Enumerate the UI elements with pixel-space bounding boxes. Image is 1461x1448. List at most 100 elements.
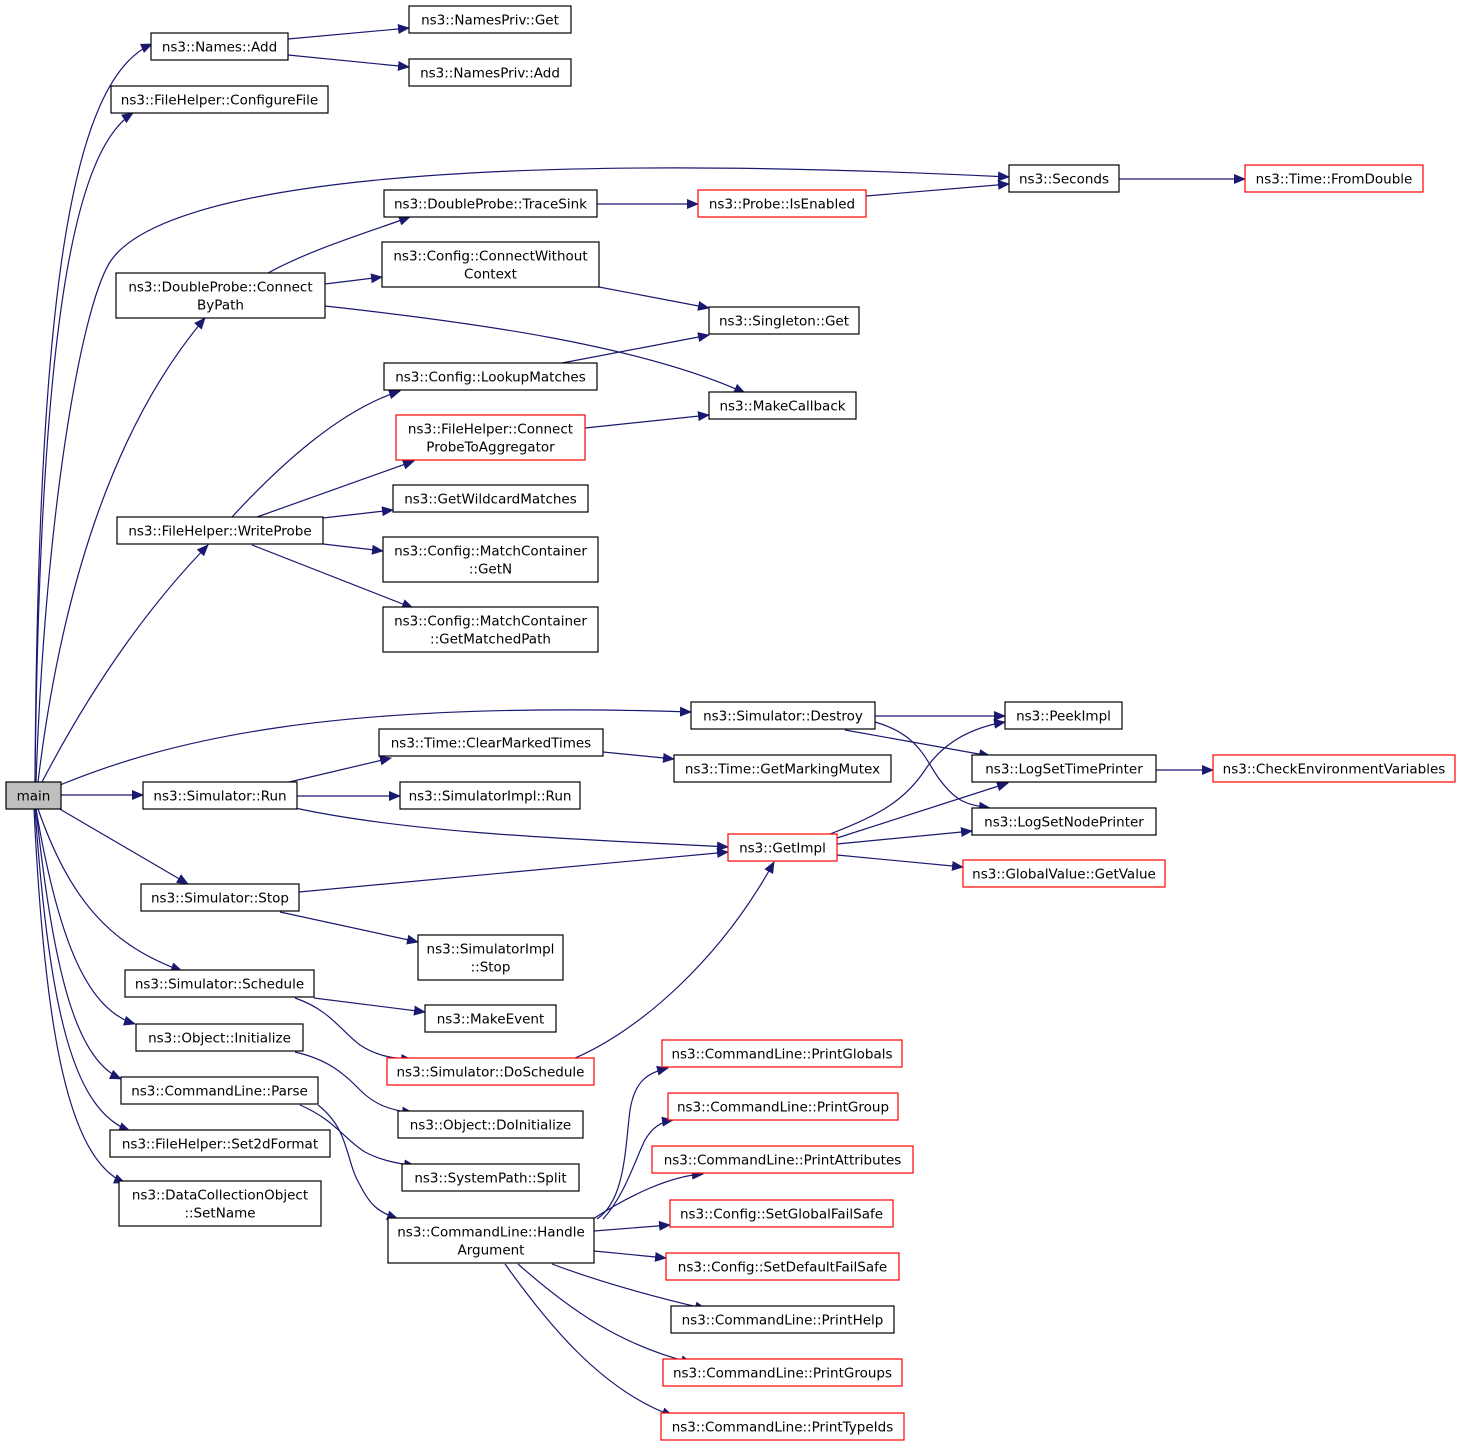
node-set2d[interactable]: ns3::FileHelper::Set2dFormat (109, 1129, 331, 1158)
node-setname[interactable]: ns3::DataCollectionObject::SetName (118, 1180, 322, 1227)
node-label: ns3::Config::MatchContainer (394, 614, 587, 630)
node-makecallback[interactable]: ns3::MakeCallback (708, 391, 857, 420)
node-doinitialize[interactable]: ns3::Object::DoInitialize (397, 1110, 584, 1139)
edge-handlearg-setglobalfs (593, 1220, 671, 1232)
node-writeprobe[interactable]: ns3::FileHelper::WriteProbe (116, 516, 324, 545)
edge-getimpl-logsettime (836, 781, 1009, 839)
node-makeevent[interactable]: ns3::MakeEvent (424, 1004, 557, 1033)
node-label: ns3::Config::SetDefaultFailSafe (678, 1260, 887, 1276)
node-box (397, 1110, 584, 1139)
edge-handlearg-printglobals (596, 1065, 669, 1220)
edge-writeprobe-getmatchedpath (251, 544, 414, 609)
node-label: ns3::NamesPriv::Add (420, 66, 560, 82)
node-label: ns3::Config::ConnectWithout (393, 249, 587, 265)
node-logsetnode[interactable]: ns3::LogSetNodePrinter (971, 807, 1157, 836)
node-box (5, 781, 62, 810)
node-box (1008, 164, 1120, 193)
edge-writeprobe-getwildcard (322, 506, 394, 519)
node-obj-init[interactable]: ns3::Object::Initialize (135, 1023, 304, 1052)
node-box (670, 1305, 895, 1334)
node-printattributes[interactable]: ns3::CommandLine::PrintAttributes (651, 1145, 914, 1174)
node-label: ns3::FileHelper::Connect (408, 422, 573, 438)
node-singleton-get[interactable]: ns3::Singleton::Get (708, 306, 860, 335)
node-label: ns3::Simulator::Schedule (135, 977, 304, 993)
node-box (651, 1145, 914, 1174)
node-getwildcard[interactable]: ns3::GetWildcardMatches (392, 484, 589, 513)
node-label: ns3::FileHelper::WriteProbe (128, 524, 311, 540)
node-configurefile[interactable]: ns3::FileHelper::ConfigureFile (110, 85, 329, 114)
node-globalvalue[interactable]: ns3::GlobalValue::GetValue (962, 859, 1166, 888)
edge-isenabled-seconds (865, 179, 1010, 197)
node-box (667, 1092, 899, 1121)
node-label: ns3::GetImpl (739, 841, 826, 857)
node-namespriv-add[interactable]: ns3::NamesPriv::Add (408, 58, 572, 87)
node-label: Argument (458, 1243, 525, 1259)
node-names-add[interactable]: ns3::Names::Add (150, 32, 289, 61)
node-sim-stop[interactable]: ns3::Simulator::Stop (140, 883, 300, 912)
node-label: ns3::Simulator::Stop (151, 891, 289, 907)
node-label: ns3::Config::LookupMatches (395, 370, 586, 386)
node-checkenv[interactable]: ns3::CheckEnvironmentVariables (1212, 754, 1456, 783)
node-main[interactable]: main (5, 781, 62, 810)
edge-writeprobe-lookup (231, 389, 401, 518)
node-lookupmatches[interactable]: ns3::Config::LookupMatches (383, 362, 598, 391)
node-printgroup[interactable]: ns3::CommandLine::PrintGroup (667, 1092, 899, 1121)
edge-simrun-getimpl (294, 807, 729, 852)
node-schedule[interactable]: ns3::Simulator::Schedule (124, 969, 315, 998)
node-label: ns3::Simulator::Run (153, 789, 286, 805)
node-getmatchedpath[interactable]: ns3::Config::MatchContainer::GetMatchedP… (382, 606, 599, 653)
edge-getimpl-globalvalue (836, 854, 964, 871)
node-label: ns3::Seconds (1019, 172, 1109, 188)
node-seconds[interactable]: ns3::Seconds (1008, 164, 1120, 193)
node-printhelp[interactable]: ns3::CommandLine::PrintHelp (670, 1305, 895, 1334)
node-box (382, 536, 599, 583)
node-destroy[interactable]: ns3::Simulator::Destroy (690, 701, 876, 730)
node-box (1244, 164, 1424, 193)
node-getn[interactable]: ns3::Config::MatchContainer::GetN (382, 536, 599, 583)
node-label: ::GetN (469, 562, 512, 578)
node-label: ns3::CheckEnvironmentVariables (1223, 762, 1446, 778)
node-getmarkingmutex[interactable]: ns3::Time::GetMarkingMutex (673, 754, 892, 783)
node-setdefaultfs[interactable]: ns3::Config::SetDefaultFailSafe (665, 1252, 900, 1281)
node-logsettime[interactable]: ns3::LogSetTimePrinter (971, 754, 1157, 783)
node-fromdouble[interactable]: ns3::Time::FromDouble (1244, 164, 1424, 193)
node-label: ns3::Simulator::Destroy (703, 709, 863, 725)
node-peekimpl[interactable]: ns3::PeekImpl (1004, 701, 1123, 730)
node-doschedule[interactable]: ns3::Simulator::DoSchedule (386, 1057, 595, 1086)
node-label: ::SetName (184, 1206, 255, 1222)
node-label: ns3::FileHelper::ConfigureFile (121, 93, 318, 109)
node-printgroups[interactable]: ns3::CommandLine::PrintGroups (662, 1358, 903, 1387)
node-setglobalfs[interactable]: ns3::Config::SetGlobalFailSafe (669, 1199, 894, 1228)
edge-main-sim-stop (57, 807, 189, 885)
node-label: ns3::CommandLine::PrintTypeIds (672, 1420, 894, 1436)
edge-simstop-simimplstop (279, 911, 419, 945)
node-printtypeids[interactable]: ns3::CommandLine::PrintTypeIds (660, 1412, 905, 1441)
node-split[interactable]: ns3::SystemPath::Split (401, 1163, 580, 1192)
edge-writeprobe-getn (322, 543, 384, 555)
node-tracesink[interactable]: ns3::DoubleProbe::TraceSink (383, 189, 598, 218)
node-printglobals[interactable]: ns3::CommandLine::PrintGlobals (661, 1039, 903, 1068)
node-simimpl-run[interactable]: ns3::SimulatorImpl::Run (399, 781, 581, 810)
node-box (150, 32, 289, 61)
edge-handlearg-setdefaultfs (593, 1250, 667, 1262)
node-connectprobe[interactable]: ns3::FileHelper::ConnectProbeToAggregato… (395, 414, 586, 461)
edge-handlearg-printgroups (517, 1263, 693, 1366)
node-box (417, 934, 564, 981)
node-box (383, 362, 598, 391)
node-simimpl-stop[interactable]: ns3::SimulatorImpl::Stop (417, 934, 564, 981)
node-sim-run[interactable]: ns3::Simulator::Run (142, 781, 298, 810)
edge-connectprobe-makecallback (584, 411, 710, 429)
node-box (408, 58, 572, 87)
node-namespriv-get[interactable]: ns3::NamesPriv::Get (408, 5, 572, 34)
node-box (665, 1252, 900, 1281)
node-clearmarked[interactable]: ns3::Time::ClearMarkedTimes (378, 728, 604, 757)
node-box (971, 807, 1157, 836)
node-label: ns3::Names::Add (162, 40, 277, 56)
node-cl-parse[interactable]: ns3::CommandLine::Parse (120, 1076, 319, 1105)
node-isenabled[interactable]: ns3::Probe::IsEnabled (697, 189, 867, 218)
node-getimpl[interactable]: ns3::GetImpl (727, 833, 838, 862)
node-label: ns3::SimulatorImpl (427, 942, 555, 958)
